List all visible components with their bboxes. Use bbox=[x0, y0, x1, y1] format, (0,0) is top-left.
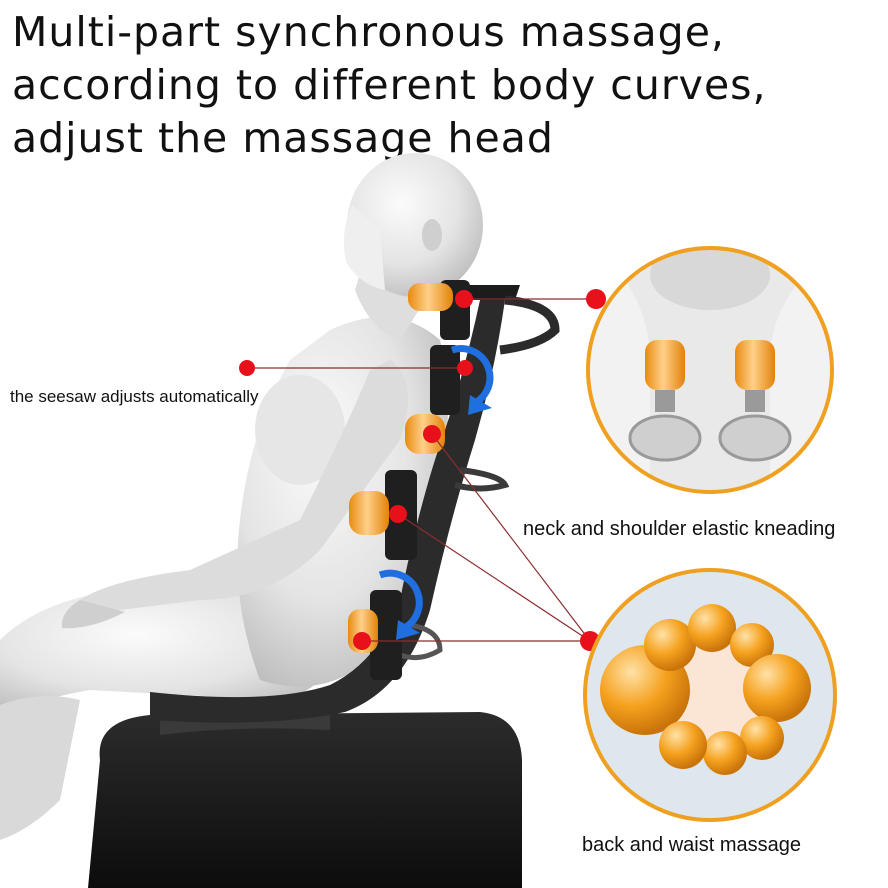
neck-detail-inset bbox=[586, 246, 834, 494]
headline: Multi-part synchronous massage, accordin… bbox=[12, 6, 888, 165]
callout-neck-shoulder: neck and shoulder elastic kneading bbox=[523, 518, 836, 540]
callout-markers bbox=[239, 289, 606, 651]
rotation-arrows bbox=[378, 345, 494, 640]
headline-line-2: according to different body curves, bbox=[12, 61, 767, 109]
headline-line-1: Multi-part synchronous massage, bbox=[12, 8, 725, 56]
headline-line-3: adjust the massage head bbox=[12, 114, 554, 162]
seat-base bbox=[88, 698, 522, 888]
callout-seesaw: the seesaw adjusts automatically bbox=[10, 387, 259, 406]
back-detail-inset bbox=[583, 568, 837, 822]
leader-lines bbox=[247, 298, 596, 642]
callout-back-waist: back and waist massage bbox=[582, 834, 802, 856]
